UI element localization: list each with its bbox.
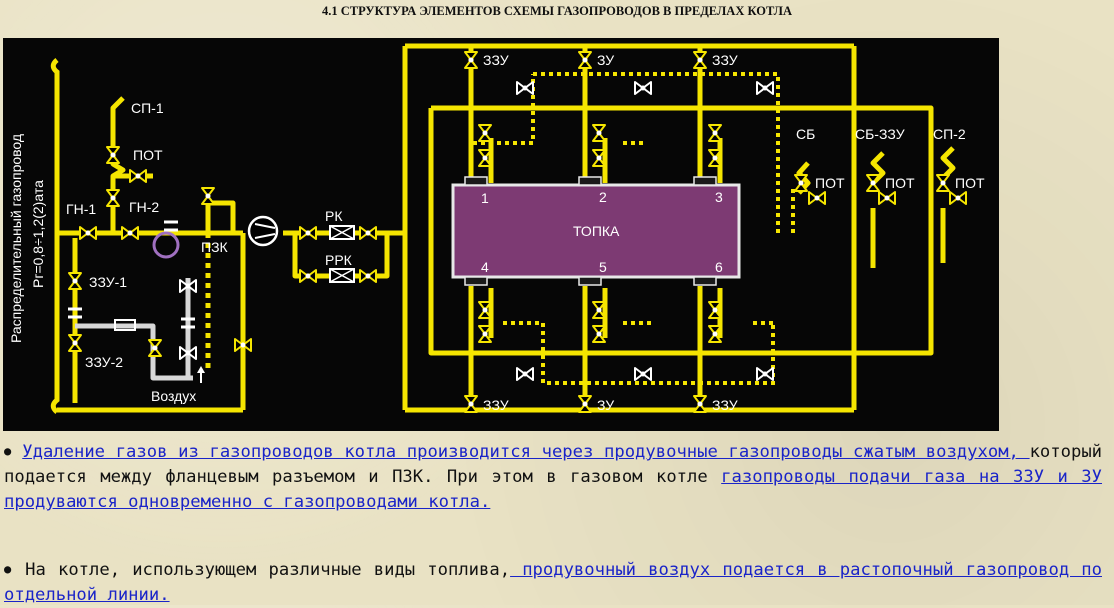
furnace-label: ТОПКА — [573, 223, 620, 239]
link-purge-compressed-air[interactable]: Удаление газов из газопроводов котла про… — [22, 442, 1030, 462]
label-zzu-top-1: ЗЗУ — [483, 52, 509, 68]
link-purge-simultaneous[interactable]: газопроводы подачи газа на ЗЗУ и ЗУ прод… — [4, 467, 1103, 512]
label-pot1: ПОТ — [133, 147, 163, 163]
label-zzu-bot-3: ЗЗУ — [712, 397, 738, 413]
label-air: Воздух — [151, 388, 196, 404]
bullet: ● — [4, 444, 12, 458]
purge-lines — [473, 72, 795, 385]
label-rrk: РРК — [325, 252, 353, 268]
label-pot-sb: ПОТ — [815, 175, 845, 191]
burner-connectors — [464, 176, 717, 286]
link-purge-air-separate-line[interactable]: продувочный воздух подается в растопочны… — [4, 560, 1102, 605]
label-gn2: ГН-2 — [129, 199, 159, 215]
label-pot-sp2: ПОТ — [955, 175, 985, 191]
label-zzu-bot-1: ЗЗУ — [483, 397, 509, 413]
label-sp2: СП-2 — [933, 126, 966, 142]
label-rk: РК — [325, 208, 343, 224]
paragraph-multifuel: ● На котле, использующем различные виды … — [4, 557, 1102, 608]
burner-3: 3 — [715, 189, 723, 205]
burner-5: 5 — [599, 259, 607, 275]
gas-pipeline-diagram: Распределительный газопровод Pг=0,8÷1,2(… — [3, 38, 999, 431]
burner-1: 1 — [481, 190, 489, 206]
paragraph-purge-description: ● Удаление газов из газопроводов котла п… — [4, 439, 1102, 515]
air-arrowhead — [197, 366, 205, 373]
side-label: Распределительный газопровод — [8, 134, 24, 343]
label-pzk: ПЗК — [201, 239, 229, 255]
burner-4: 4 — [481, 259, 489, 275]
label-sb: СБ — [796, 126, 815, 142]
burner-6: 6 — [715, 259, 723, 275]
burner-2: 2 — [599, 189, 607, 205]
label-zzu2: ЗЗУ-2 — [85, 354, 123, 370]
label-zu-top: ЗУ — [597, 52, 614, 68]
pressure-label: Pг=0,8÷1,2(2)ата — [30, 180, 46, 288]
label-zzu1: ЗЗУ-1 — [89, 274, 127, 290]
label-gn1: ГН-1 — [66, 201, 96, 217]
label-sp1: СП-1 — [131, 100, 164, 116]
paragraph-text: На котле, использующем различные виды то… — [25, 560, 511, 580]
label-zu-bot: ЗУ — [597, 397, 614, 413]
distribution-header — [50, 58, 60, 414]
page-title: 4.1 СТРУКТУРА ЭЛЕМЕНТОВ СХЕМЫ ГАЗОПРОВОД… — [321, 4, 792, 18]
label-pot-sbzzu: ПОТ — [885, 175, 915, 191]
paragraph-text: который подается между фланцевым разъемо… — [4, 442, 1103, 487]
fan-icon — [247, 215, 279, 247]
bullet: ● — [4, 562, 14, 576]
gn2-loop-icon — [152, 231, 180, 259]
air-flange-icon — [114, 319, 136, 331]
label-sb-zzu: СБ-ЗЗУ — [855, 126, 905, 142]
label-zzu-top-3: ЗЗУ — [712, 52, 738, 68]
